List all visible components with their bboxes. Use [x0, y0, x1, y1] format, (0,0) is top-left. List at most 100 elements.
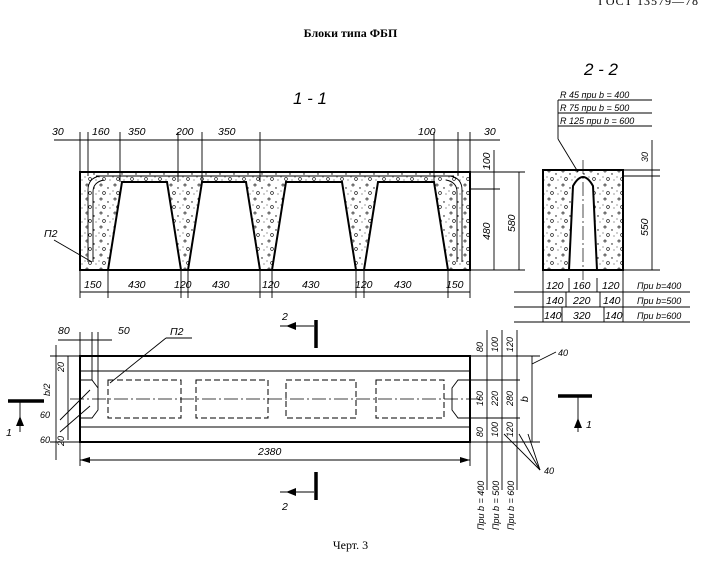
- dim-480: 480: [481, 222, 493, 240]
- plan-dim-80: 80: [58, 325, 70, 337]
- dim-120-a: 120: [174, 279, 192, 291]
- width-500-note: При b=500: [637, 296, 681, 306]
- section-2-2-width-table: 120 160 120 При b=400 140 220 140 При b=…: [514, 270, 690, 323]
- width-600-note: При b=600: [637, 311, 681, 321]
- width-500-right: 140: [603, 295, 621, 307]
- cut-marker-1-left: 1: [6, 399, 44, 439]
- width-500-left: 140: [546, 295, 564, 307]
- plan-dim-100-top: 100: [490, 337, 500, 352]
- plan-dim-160: 160: [475, 391, 485, 406]
- radius-note-500: R 75 при b = 500: [560, 103, 629, 113]
- lifting-loop-left-inner: [92, 179, 105, 262]
- top-dimension-chain: 30 160 350 200 350 100 30: [52, 126, 500, 182]
- mark-leader: [53, 239, 93, 263]
- dim-430-b: 430: [212, 279, 230, 291]
- dim-30-right: 30: [484, 126, 496, 138]
- page-title: Блоки типа ФБП: [303, 26, 398, 40]
- plan-variant-notes: При b = 400 При b = 500 При b = 600: [476, 481, 516, 530]
- dim-150-right: 150: [446, 279, 464, 291]
- plan-void-1: [107, 379, 182, 419]
- section-2-2-right-dims: 30 550: [623, 140, 660, 271]
- variant-note-400: При b = 400: [476, 481, 486, 530]
- plan-dim-120-top: 120: [505, 337, 515, 352]
- mark-p2-section: П2: [44, 228, 58, 240]
- plan-dim-100-bottom: 100: [490, 422, 500, 437]
- dim-30-left: 30: [52, 126, 64, 138]
- cut-label-2-bottom: 2: [281, 501, 288, 513]
- cut-label-2-top: 2: [281, 311, 288, 323]
- plan-left-dims: b/2 20 60 60 20: [40, 345, 91, 460]
- section-2-2-label: 2 - 2: [583, 60, 619, 79]
- plan-length-dim: 2380: [79, 442, 471, 466]
- width-600-mid: 320: [573, 310, 591, 322]
- section-2-2-concrete: [543, 170, 623, 270]
- width-600-left: 140: [544, 310, 562, 322]
- bottom-dimension-chain: 150 430 120 430 120 430 120 430 150: [79, 270, 471, 298]
- cut-marker-2-top: 2: [280, 311, 318, 348]
- lifting-loop-left: [87, 175, 101, 262]
- plan-dim-60-b: 60: [40, 435, 50, 445]
- plan-void-4: [375, 379, 445, 419]
- width-400-note: При b=400: [637, 281, 681, 291]
- variant-note-600: При b = 600: [506, 481, 516, 530]
- dim-350-b: 350: [218, 126, 236, 138]
- void-2: [187, 181, 261, 271]
- cut-marker-1-right: 1: [558, 394, 592, 432]
- plan-dim-220: 220: [490, 391, 500, 407]
- plan-left-recess: [80, 379, 99, 419]
- plan-dim-50: 50: [118, 325, 130, 337]
- radius-notes: R 45 при b = 400 R 75 при b = 500 R 125 …: [557, 90, 652, 173]
- plan-right-dims: 80 100 120 160 220 280 b 80 100 120 40 4…: [470, 330, 568, 490]
- dim-100-right: 100: [481, 152, 493, 170]
- lifting-loop-right: [449, 175, 463, 262]
- plan-right-recess: [451, 379, 470, 419]
- void-1: [107, 181, 182, 271]
- plan-void-2: [195, 379, 269, 419]
- dim-350-a: 350: [128, 126, 146, 138]
- dim-160: 160: [92, 126, 110, 138]
- section-1-1-label: 1 - 1: [293, 89, 327, 108]
- section-2-2: 2 - 2 R 45 при b = 400 R 75 при b = 500 …: [514, 60, 690, 323]
- dim-120-c: 120: [355, 279, 373, 291]
- width-500-mid: 220: [572, 295, 591, 307]
- section-1-1-outline: [79, 171, 471, 271]
- plan-dim-80-top: 80: [475, 342, 485, 352]
- width-600-right: 140: [605, 310, 623, 322]
- plan-top-left-dims: 80 50: [58, 325, 130, 388]
- lifting-loop-right-inner: [445, 179, 458, 262]
- dim-550: 550: [639, 218, 651, 236]
- plan-dim-40-top: 40: [558, 348, 568, 358]
- dim-100-top: 100: [418, 126, 436, 138]
- dim-430-a: 430: [128, 279, 146, 291]
- width-400-mid: 160: [573, 280, 591, 292]
- plan-dim-20-top: 20: [56, 362, 66, 373]
- dim-430-c: 430: [302, 279, 320, 291]
- plan-dim-20-bottom: 20: [56, 436, 66, 447]
- plan-mark-p2: П2: [170, 326, 184, 338]
- dim-430-d: 430: [394, 279, 412, 291]
- cut-label-1-left: 1: [6, 427, 12, 439]
- plan-dim-b: b: [519, 396, 531, 402]
- radius-note-400: R 45 при b = 400: [560, 90, 629, 100]
- width-400-left: 120: [546, 280, 564, 292]
- plan-dim-280: 280: [505, 391, 515, 407]
- plan-mark-leader: [109, 337, 167, 384]
- document-code: ГОСТ 13579—78: [598, 0, 699, 8]
- width-400-right: 120: [602, 280, 620, 292]
- right-dimension-chain: 100 480 580: [470, 150, 525, 271]
- void-3: [271, 181, 357, 271]
- radius-note-600: R 125 при b = 600: [560, 116, 634, 126]
- plan-dim-80-bottom: 80: [475, 427, 485, 437]
- variant-note-500: При b = 500: [491, 481, 501, 530]
- dim-150-left: 150: [84, 279, 102, 291]
- section-1-1: 1 - 1 П2 30 160: [44, 89, 525, 298]
- dim-30-section2: 30: [640, 152, 650, 162]
- plan-dim-40-bottom: 40: [544, 466, 554, 476]
- figure-caption: Черт. 3: [332, 538, 369, 552]
- plan-view: П2 80 50 b/2 20 60 60 20: [6, 311, 592, 530]
- plan-dim-2380: 2380: [257, 446, 282, 458]
- plan-dim-b-half: b/2: [42, 383, 52, 396]
- cut-marker-2-bottom: 2: [280, 472, 318, 513]
- plan-dim-60-a: 60: [40, 410, 50, 420]
